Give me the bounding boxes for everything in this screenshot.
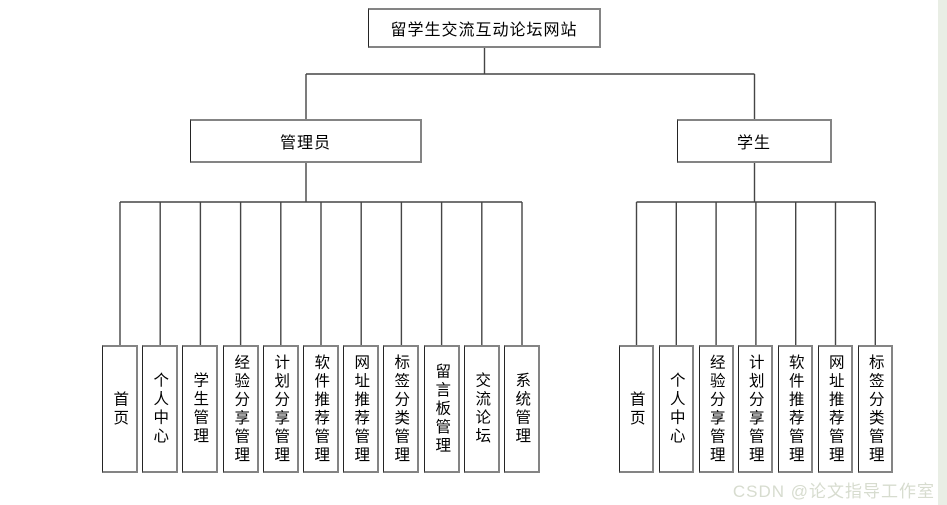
leaf-node: 标签分类管理 — [858, 345, 893, 473]
root-node-label: 留学生交流互动论坛网站 — [390, 20, 578, 39]
leaf-node-label: 经验分享管理 — [707, 353, 726, 465]
leaf-node: 计划分享管理 — [263, 345, 299, 473]
leaf-node: 网址推荐管理 — [818, 345, 853, 473]
leaf-node: 网址推荐管理 — [343, 345, 379, 473]
page-edge-strip — [938, 0, 947, 505]
leaf-node: 留言板管理 — [424, 345, 460, 473]
leaf-node-label: 标签分类管理 — [866, 353, 885, 465]
leaf-node: 软件推荐管理 — [778, 345, 813, 473]
leaf-node: 个人中心 — [142, 345, 178, 473]
leaf-node-label: 计划分享管理 — [746, 353, 765, 465]
leaf-node-label: 计划分享管理 — [272, 353, 291, 465]
branch-node-admin: 管理员 — [190, 119, 422, 163]
leaf-node: 个人中心 — [659, 345, 694, 473]
leaf-node: 标签分类管理 — [383, 345, 419, 473]
leaf-node: 系统管理 — [504, 345, 540, 473]
leaf-node-label: 软件推荐管理 — [312, 353, 331, 465]
watermark: CSDN @论文指导工作室 — [732, 482, 935, 501]
leaf-node: 经验分享管理 — [223, 345, 259, 473]
leaf-node-label: 首页 — [111, 390, 130, 428]
leaf-node-label: 交流论坛 — [473, 372, 492, 446]
leaf-node-label: 学生管理 — [191, 372, 210, 446]
branch-node-student-label: 学生 — [736, 133, 771, 152]
leaf-node-label: 留言板管理 — [433, 362, 452, 456]
branch-node-student: 学生 — [677, 119, 832, 163]
root-node: 留学生交流互动论坛网站 — [368, 8, 601, 48]
leaf-node: 软件推荐管理 — [303, 345, 339, 473]
leaf-node-label: 网址推荐管理 — [352, 353, 371, 465]
leaf-node-label: 经验分享管理 — [232, 353, 251, 465]
leaf-node-label: 网址推荐管理 — [826, 353, 845, 465]
leaf-node: 计划分享管理 — [738, 345, 773, 473]
leaf-node: 交流论坛 — [464, 345, 500, 473]
leaf-node: 经验分享管理 — [699, 345, 734, 473]
leaf-node: 学生管理 — [182, 345, 218, 473]
leaf-node-label: 软件推荐管理 — [786, 353, 805, 465]
leaf-node-label: 个人中心 — [667, 372, 686, 446]
branch-node-admin-label: 管理员 — [279, 133, 331, 152]
leaf-node-label: 个人中心 — [151, 372, 170, 446]
leaf-node-label: 标签分类管理 — [392, 353, 411, 465]
leaf-node-label: 首页 — [627, 390, 646, 428]
leaf-node: 首页 — [102, 345, 138, 473]
leaf-node-label: 系统管理 — [513, 372, 532, 446]
leaf-node: 首页 — [619, 345, 654, 473]
